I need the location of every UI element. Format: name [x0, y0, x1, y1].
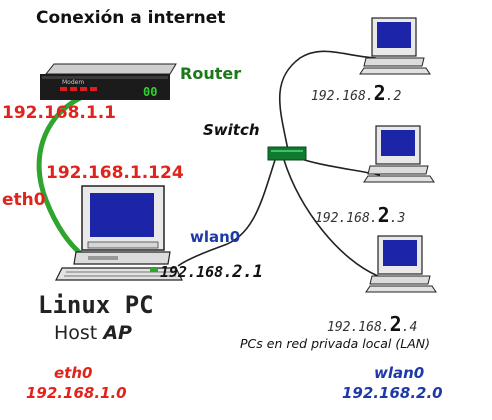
host-wlan-label: wlan0: [190, 228, 241, 246]
host-name: Linux PC: [38, 291, 154, 319]
lan-pc-ip-suffix: .3: [389, 211, 406, 226]
lan-pc-ip: 192.168.2.2: [311, 81, 401, 105]
host-wlan-ip-suffix: 2.1: [232, 262, 263, 282]
host-wlan-ip-prefix: 192.168.: [160, 263, 233, 281]
lan-pc-ip-suffix: .2: [385, 89, 402, 104]
wlan-network-address: 192.168.2.0: [342, 384, 443, 402]
lan-pc-ip-big: 2: [377, 203, 390, 227]
lan-pc-ip-prefix: 192.168.: [315, 211, 378, 226]
cable-pc2: [278, 50, 377, 151]
computer-icon: [359, 17, 431, 75]
lan-caption: PCs en red privada local (LAN): [240, 336, 430, 351]
router-icon: Modem 00: [40, 63, 177, 100]
eth-network-address: 192.168.1.0: [26, 384, 127, 402]
host-role-prefix: Host: [54, 322, 98, 344]
lan-pc-ip-big: 2: [373, 81, 386, 105]
wlan-network-label: wlan0: [374, 364, 425, 382]
computer-icon: [365, 235, 437, 293]
host-eth-ip: 192.168.1.124: [46, 163, 184, 183]
lan-pc-ip: 192.168.2.3: [315, 203, 405, 227]
router-device-text: Modem: [62, 79, 84, 86]
host-wlan-ip: 192.168.2.1: [160, 262, 263, 282]
diagram-title: Conexión a internet: [36, 8, 226, 28]
computer-icon: [55, 185, 183, 281]
lan-pc-ip: 192.168.2.4: [327, 312, 417, 336]
cable-eth0: [36, 95, 87, 259]
lan-pc-ip-big: 2: [389, 312, 402, 336]
lan-pc-ip-prefix: 192.168.: [311, 89, 374, 104]
switch-label: Switch: [203, 121, 260, 139]
cable-pc4: [283, 159, 379, 277]
host-role-ap: AP: [103, 322, 132, 344]
router-label: Router: [180, 64, 242, 83]
lan-pc-ip-prefix: 192.168.: [327, 320, 390, 335]
switch-icon: [267, 146, 307, 161]
lan-pc-ip-suffix: .4: [401, 320, 418, 335]
host-eth-label: eth0: [2, 190, 46, 210]
router-indicator: 00: [143, 85, 157, 99]
computer-icon: [363, 125, 435, 183]
eth-network-label: eth0: [54, 364, 93, 382]
host-role: Host AP: [54, 322, 132, 344]
router-ip: 192.168.1.1: [2, 103, 117, 123]
cable-host: [177, 159, 276, 267]
